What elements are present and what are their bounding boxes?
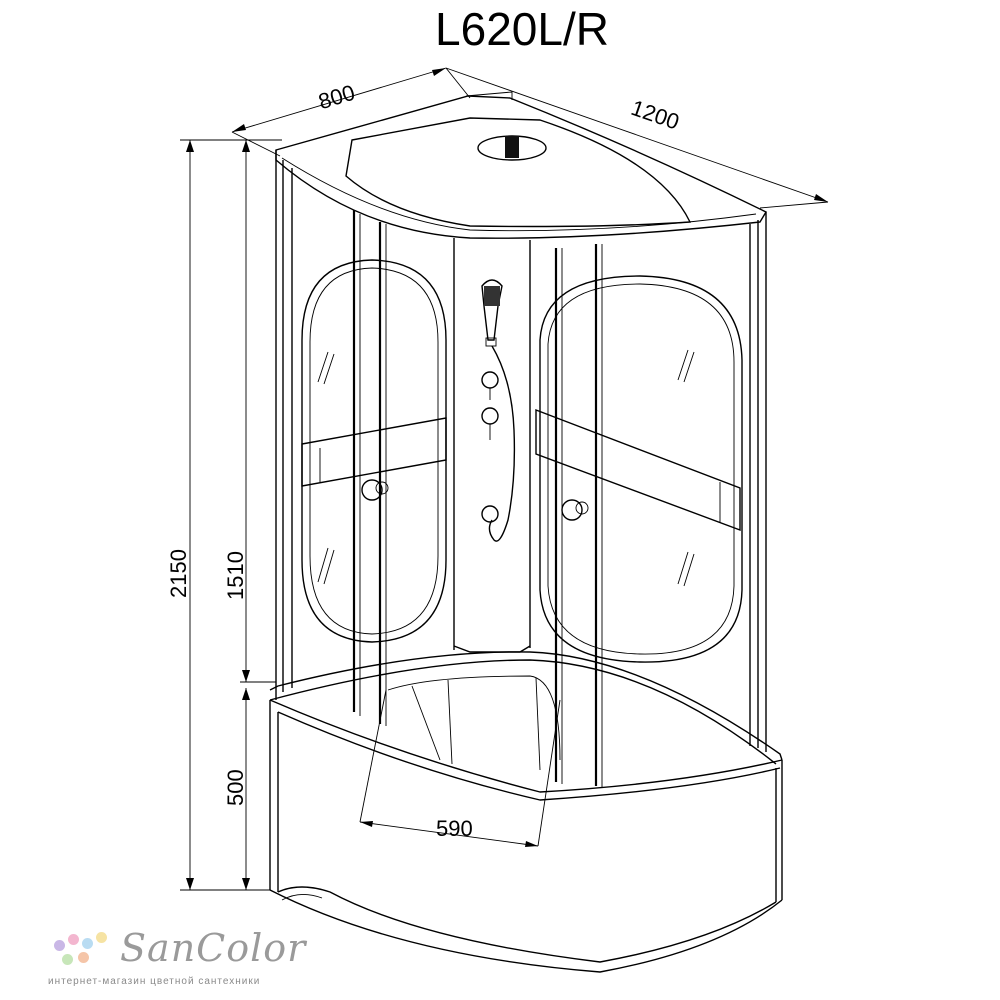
hose-outlet-icon — [481, 505, 499, 523]
cabin-frame — [275, 150, 767, 788]
logo-dot-3 — [82, 938, 93, 949]
dimension-total-height: 2150 — [166, 139, 282, 891]
right-door-handle — [561, 499, 589, 521]
glass-height-label: 1510 — [223, 551, 248, 600]
shower-hose — [488, 345, 516, 542]
hand-shower-icon — [481, 279, 503, 341]
depth-label: 800 — [315, 80, 357, 115]
dimension-glass-height: 1510 — [223, 140, 276, 683]
left-door-handle — [361, 479, 389, 501]
cabin-roof — [275, 91, 767, 239]
right-shelf — [535, 408, 741, 532]
dimension-tray-height: 500 — [223, 688, 250, 890]
rain-shower-icon — [505, 136, 519, 158]
door-width-label: 590 — [436, 816, 473, 841]
tray-height-label: 500 — [223, 769, 248, 806]
total-height-label: 2150 — [166, 549, 191, 598]
model-title: L620L/R — [435, 3, 609, 55]
logo-dot-2 — [68, 934, 79, 945]
left-shelf — [301, 417, 447, 487]
shower-control-panel — [481, 279, 516, 542]
dimension-width: 1200 — [445, 67, 829, 209]
logo-name: SanColor — [120, 926, 307, 970]
mixer-knob-icon — [481, 371, 499, 389]
logo-dot-1 — [54, 940, 65, 951]
logo-dot-5 — [62, 954, 73, 965]
logo-dot-4 — [96, 932, 107, 943]
right-window-panel — [539, 275, 743, 663]
dimension-door-width: 590 — [359, 689, 561, 847]
logo-tagline: интернет-магазин цветной сантехники — [48, 976, 261, 987]
selector-knob-icon — [481, 407, 499, 425]
width-label: 1200 — [628, 95, 682, 135]
logo-dot-6 — [78, 952, 89, 963]
bath-tray — [269, 651, 783, 973]
sancolor-logo: SanColor интернет-магазин цветной сантех… — [48, 926, 308, 990]
left-window-panel — [301, 259, 447, 643]
